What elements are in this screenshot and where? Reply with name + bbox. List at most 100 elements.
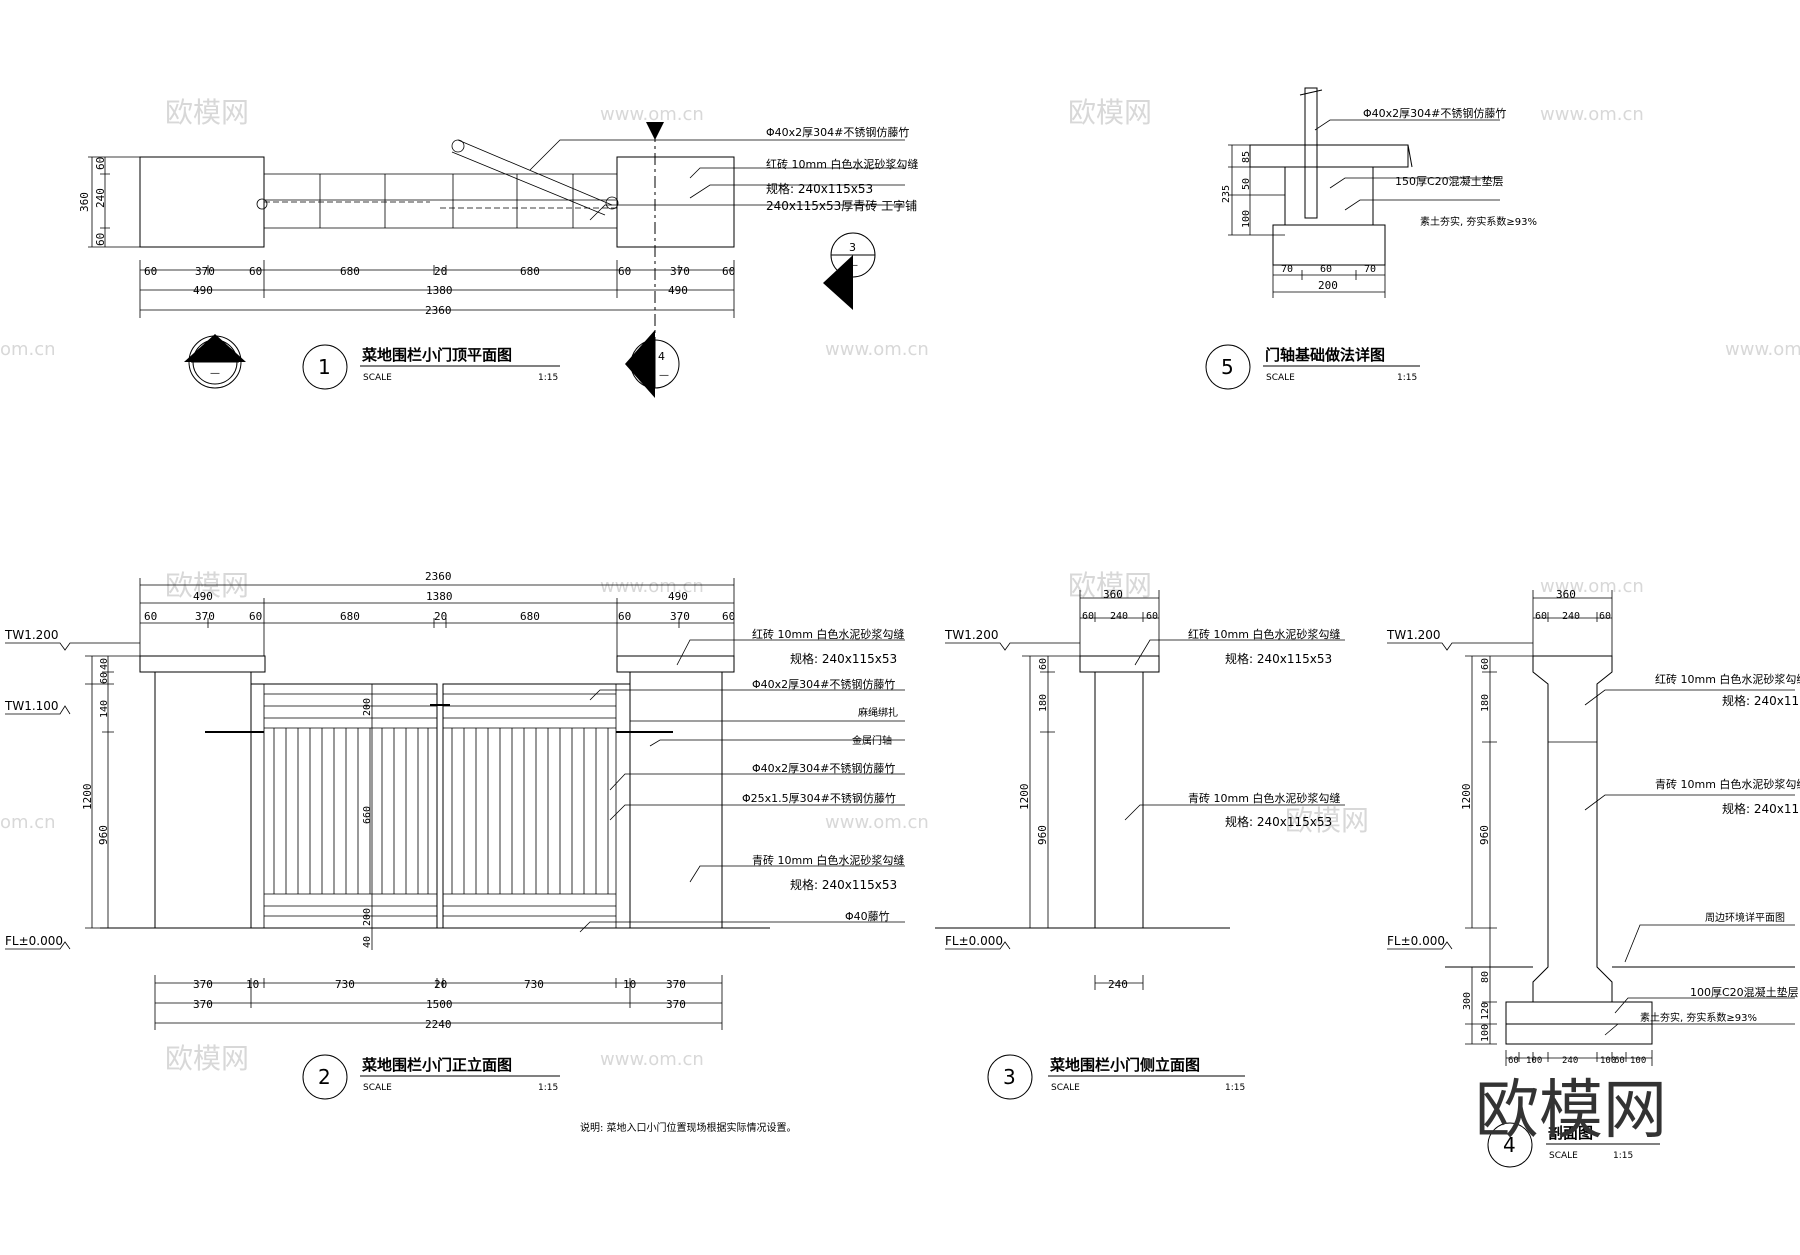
elevation-levels: TW1.200 TW1.100 FL±0.000 bbox=[4, 628, 140, 950]
level-label: TW1.200 bbox=[944, 628, 999, 642]
elev-dim: 730 bbox=[524, 978, 544, 991]
elevation-top-dimensions: 2360 490 1380 490 60 370 60 680 20 680 6… bbox=[139, 570, 735, 656]
gate-hinges bbox=[205, 704, 673, 733]
side-dim: 240 bbox=[1110, 611, 1128, 622]
plan-dimensions: 60 370 60 680 20 680 60 370 60 490 1380 … bbox=[78, 156, 735, 318]
level-label: FL±0.000 bbox=[945, 934, 1003, 948]
detail-dim: 60 bbox=[1320, 264, 1332, 275]
section-dim: 60 bbox=[1614, 1056, 1625, 1066]
elev-dim: 1500 bbox=[426, 998, 453, 1011]
plan-dim: 20 bbox=[434, 265, 447, 278]
title-block-3: 3 菜地围栏小门侧立面图 SCALE 1:15 bbox=[987, 1054, 1245, 1100]
plan-dim: 60 bbox=[722, 265, 735, 278]
note: 红砖 10mm 白色水泥砂浆勾缝 bbox=[766, 157, 918, 171]
note: 红砖 10mm 白色水泥砂浆勾缝 bbox=[1655, 672, 1800, 686]
watermark-url: www.om.cn bbox=[600, 576, 704, 597]
scale-label: SCALE bbox=[1549, 1151, 1578, 1161]
elev-dim: 730 bbox=[335, 978, 355, 991]
title-block-5: 5 门轴基础做法详图 SCALE 1:15 bbox=[1205, 344, 1420, 390]
note: Φ40x2厚304#不锈钢仿藤竹 bbox=[1363, 106, 1506, 120]
gate-leaf-left bbox=[250, 683, 438, 929]
section-levels: TW1.200 FL±0.000 bbox=[1386, 628, 1533, 950]
note: 青砖 10mm 白色水泥砂浆勾缝 bbox=[1655, 777, 1800, 791]
section-dim: 60 bbox=[1535, 611, 1547, 622]
elev-dim: 60 bbox=[144, 610, 157, 623]
view-number: 1 bbox=[318, 355, 331, 379]
section-view: TW1.200 FL±0.000 360 60 240 60 60 180 96… bbox=[1386, 588, 1800, 1168]
view-number: 2 bbox=[318, 1065, 331, 1089]
note: 金属门轴 bbox=[852, 734, 892, 747]
watermark-url: www.om.cn bbox=[1540, 576, 1644, 597]
detail-dim: 50 bbox=[1241, 178, 1252, 190]
section-dim: 60 bbox=[1480, 658, 1491, 670]
side-dim: 360 bbox=[1103, 588, 1123, 601]
side-elevation: TW1.200 FL±0.000 360 60 240 60 60 180 96… bbox=[935, 588, 1345, 1100]
section-dim: 100 bbox=[1630, 1056, 1646, 1066]
note: 规格: 240x115x53 bbox=[1225, 814, 1332, 829]
note: Φ40x2厚304#不锈钢仿藤竹 bbox=[766, 125, 909, 139]
scale-value: 1:15 bbox=[1225, 1083, 1245, 1093]
view-title: 门轴基础做法详图 bbox=[1265, 346, 1385, 364]
watermark-url: www.om.cn bbox=[1725, 339, 1800, 360]
view-title: 菜地围栏小门正立面图 bbox=[361, 1056, 512, 1074]
section-marker-4: 4 — bbox=[625, 330, 680, 398]
pier-cap-left bbox=[139, 655, 266, 673]
side-dim: 60 bbox=[1038, 658, 1049, 670]
elev-dim: 370 bbox=[193, 978, 213, 991]
detail-dim: 70 bbox=[1364, 264, 1376, 275]
section-dim: 60 bbox=[1599, 611, 1611, 622]
elev-dim: 60 bbox=[618, 610, 631, 623]
note: 红砖 10mm 白色水泥砂浆勾缝 bbox=[1188, 627, 1340, 641]
plan-fence-rails bbox=[264, 173, 617, 229]
view-number-circle bbox=[987, 1054, 1033, 1100]
elev-dim: 200 bbox=[362, 908, 373, 926]
section-number: 3 bbox=[849, 241, 856, 254]
plan-dim: 680 bbox=[520, 265, 540, 278]
title-block-4: 4 剖面图 SCALE 1:15 bbox=[1487, 1122, 1660, 1168]
note: 素土夯实, 夯实系数≥93% bbox=[1420, 215, 1537, 228]
ground-slab bbox=[1249, 144, 1409, 168]
note: 青砖 10mm 白色水泥砂浆勾缝 bbox=[752, 853, 904, 867]
section-dim: 60 bbox=[1508, 1056, 1519, 1066]
scale-label: SCALE bbox=[363, 373, 392, 383]
plan-swing-arc bbox=[451, 139, 613, 216]
section-dim: 1200 bbox=[1460, 784, 1473, 811]
note: 规格: 240x115x53 bbox=[790, 651, 897, 666]
level-label: FL±0.000 bbox=[5, 934, 63, 948]
section-marker-3: 3 — bbox=[823, 232, 876, 310]
detail-dim: 200 bbox=[1318, 279, 1338, 292]
level-label: TW1.200 bbox=[4, 628, 59, 642]
note: 规格: 240x115x53 bbox=[1225, 651, 1332, 666]
section-dim: 300 bbox=[1462, 992, 1473, 1010]
note: Φ25x1.5厚304#不锈钢仿藤竹 bbox=[742, 791, 896, 805]
concrete-footing bbox=[1505, 1001, 1653, 1025]
scale-value: 1:15 bbox=[1397, 373, 1417, 383]
section-dim: 180 bbox=[1480, 694, 1491, 712]
elev-dim: 370 bbox=[195, 610, 215, 623]
side-dim: 960 bbox=[1036, 825, 1049, 845]
section-sub: — bbox=[848, 260, 858, 271]
section-dim: 960 bbox=[1478, 825, 1491, 845]
view-number: 5 bbox=[1221, 355, 1234, 379]
foundation-detail: Φ40x2厚304#不锈钢仿藤竹 150厚C20混凝土垫层 素土夯实, 夯实系数… bbox=[1205, 87, 1537, 390]
view-number-circle bbox=[302, 344, 348, 390]
side-dim: 180 bbox=[1038, 694, 1049, 712]
scale-label: SCALE bbox=[1051, 1083, 1080, 1093]
section-dim: 120 bbox=[1480, 1002, 1491, 1020]
elev-dim: 370 bbox=[666, 998, 686, 1011]
plan-notes: Φ40x2厚304#不锈钢仿藤竹 红砖 10mm 白色水泥砂浆勾缝 规格: 24… bbox=[529, 125, 918, 221]
watermark-url: www.om.cn bbox=[825, 339, 929, 360]
plan-dim: 60 bbox=[618, 265, 631, 278]
section-number: 4 bbox=[658, 350, 665, 363]
elev-dim: 960 bbox=[97, 825, 110, 845]
note: 素土夯实, 夯实系数≥93% bbox=[1640, 1011, 1757, 1024]
side-dim: 240 bbox=[1108, 978, 1128, 991]
view-title: 菜地围栏小门侧立面图 bbox=[1049, 1056, 1200, 1074]
side-dim: 60 bbox=[1082, 611, 1094, 622]
elev-dim: 680 bbox=[340, 610, 360, 623]
plan-brick-pier-left bbox=[139, 156, 265, 248]
section-marker-2: 2 — bbox=[184, 334, 246, 389]
plan-dim: 360 bbox=[78, 192, 91, 212]
watermark-logo: 欧模网 bbox=[1068, 96, 1152, 129]
section-notes: 红砖 10mm 白色水泥砂浆勾缝 规格: 240x115x53 青砖 10mm … bbox=[1584, 672, 1800, 1036]
